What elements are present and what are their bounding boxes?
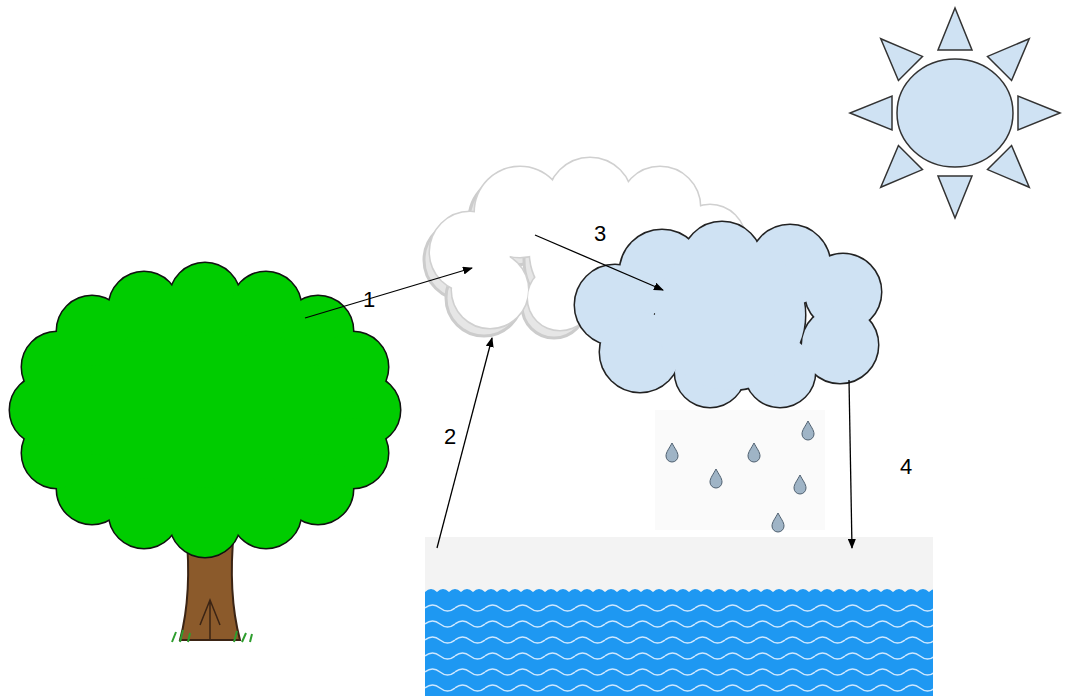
sun <box>850 8 1060 218</box>
process-arrows <box>305 235 852 548</box>
callout-number: 4 <box>900 456 912 478</box>
callout-number: 3 <box>594 223 606 245</box>
blue-cloud <box>575 222 881 407</box>
callout-number: 2 <box>444 426 456 448</box>
water-body <box>425 537 933 696</box>
raindrops <box>655 410 825 532</box>
callout-number: 1 <box>363 289 375 311</box>
